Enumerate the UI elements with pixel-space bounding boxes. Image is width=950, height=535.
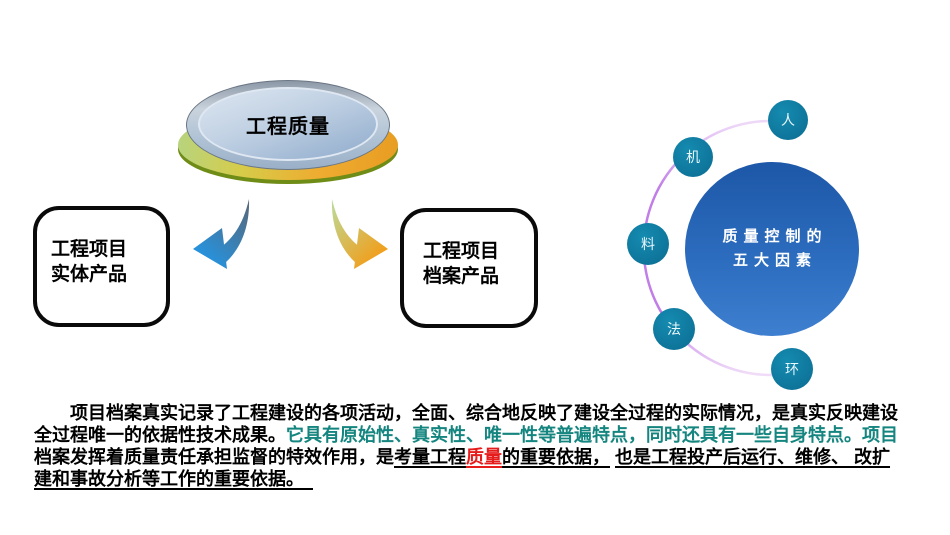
archive-product-line2: 档案产品 (423, 266, 500, 287)
disc-top-face (198, 87, 378, 161)
factor-label: 法 (667, 321, 681, 337)
paragraph-segment: 考量工程 (394, 447, 466, 467)
factor-circle-material: 料 (627, 223, 669, 265)
factor-label: 机 (686, 149, 700, 165)
paragraph-segment: 项目档案真实记录了工程建设的各项活动，全面、综合地反映了建设全过程的实际情况，是… (34, 403, 898, 423)
paragraph-segment: 它具有原始性、真实性、唯一性等普遍特点，同时还具有一些自身特点。项目 (286, 425, 898, 445)
entity-product-box: 工程项目 实体产品 (33, 206, 170, 327)
entity-product-line2: 实体产品 (51, 264, 128, 285)
description-paragraph: 项目档案真实记录了工程建设的各项活动，全面、综合地反映了建设全过程的实际情况，是… (34, 402, 920, 490)
factor-label: 料 (641, 236, 655, 252)
paragraph-segment: 建和事故分析等工作的重要依据。 (34, 469, 313, 489)
factor-circle-environment: 环 (771, 348, 813, 390)
paragraph-segment: 也是工程投产后运行、维修、 改扩 (615, 447, 891, 467)
factor-label: 人 (781, 112, 795, 128)
archive-product-line1: 工程项目 (423, 241, 500, 262)
entity-product-line1: 工程项目 (51, 239, 128, 260)
quality-disc: 工程质量 (178, 80, 398, 184)
center-label-line2: 五大因素 (732, 252, 817, 269)
factor-label: 环 (785, 361, 799, 377)
factor-circle-person: 人 (768, 100, 808, 140)
arrow-to-entity-product-icon (193, 199, 250, 269)
arrow-to-archive-product-icon (331, 199, 388, 269)
five-factors-center-circle: 质量控制的 五大因素 (685, 162, 859, 336)
paragraph-segment: 的重要依据， (502, 447, 610, 467)
factor-circle-machine: 机 (673, 137, 713, 177)
paragraph-segment: 质量 (466, 447, 502, 467)
archive-product-box: 工程项目 档案产品 (400, 208, 538, 328)
paragraph-segment: 全过程唯一的依据性技术成果。 (34, 425, 286, 445)
paragraph-segment: 档案发挥着质量责任承担监督的特效作用，是 (34, 447, 394, 467)
factor-circle-method: 法 (653, 308, 695, 350)
center-label-line1: 质量控制的 (722, 228, 828, 245)
disc-title: 工程质量 (246, 116, 330, 138)
